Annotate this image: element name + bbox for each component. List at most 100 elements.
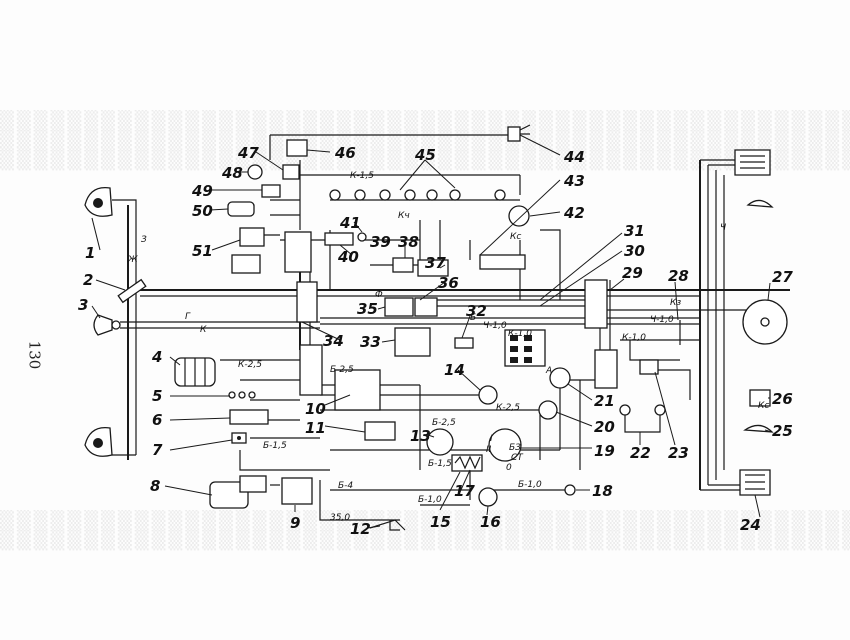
wire-label: СТ [511, 453, 524, 463]
callout-7: 7 [152, 441, 163, 459]
terminal-5 [228, 391, 256, 399]
wire-label: I [490, 434, 493, 444]
bleed-through-text: ▒▒▒▒▒▒▒▒▒▒▒▒▒▒▒▒▒▒▒▒▒▒▒▒▒▒▒▒▒▒▒▒▒▒▒▒▒▒▒▒… [0, 130, 850, 151]
fuse-box-fuses [510, 335, 532, 363]
switch-49 [261, 184, 281, 198]
callout-9: 9 [290, 514, 300, 532]
callout-48: 48 [221, 164, 243, 182]
sensor-48 [247, 164, 263, 180]
indicator-13 [426, 428, 454, 456]
terminal-block-mid [296, 281, 318, 323]
ignition-switch [488, 428, 522, 462]
wire-label: Ч [720, 223, 726, 233]
callout-35: 35 [357, 300, 378, 318]
switch-47 [282, 164, 300, 180]
lamp-18 [564, 484, 576, 496]
callout-30: 30 [624, 242, 645, 260]
switch-51 [231, 227, 265, 274]
horn [93, 314, 121, 336]
terminal-block-top [284, 231, 312, 273]
indicator-16 [478, 487, 498, 507]
wire-label: Б-2,5 [432, 418, 456, 428]
callout-10: 10 [305, 400, 326, 418]
callout-43: 43 [563, 172, 585, 190]
callout-38: 38 [398, 233, 419, 251]
indicator-20 [538, 400, 558, 420]
switch-32 [454, 337, 474, 349]
rear-lamp-bottom [739, 469, 771, 496]
callout-5: 5 [152, 387, 162, 405]
switch-2 [117, 278, 147, 304]
relay-37 [417, 259, 449, 277]
motor-50 [227, 201, 255, 217]
wire-label: Б-4 [338, 481, 353, 491]
callout-numbers: 1 2 3 4 5 6 7 8 9 10 11 12 13 14 15 16 1… [78, 144, 793, 538]
wire-label: Ф [375, 290, 383, 300]
heater-coil [454, 455, 481, 470]
callout-13: 13 [410, 427, 431, 445]
callout-26: 26 [772, 390, 793, 408]
connector-6 [229, 409, 269, 425]
wire-label: Б-1,0 [418, 495, 442, 505]
relay-36 [414, 297, 438, 317]
wire-label: Б-2,5 [330, 365, 354, 375]
wire-label: Кс [758, 401, 769, 411]
wire-label: З [141, 235, 147, 245]
starter [209, 475, 267, 509]
switch-38 [392, 257, 414, 273]
instrument-lamps [329, 189, 506, 201]
ground-switch [369, 519, 406, 531]
switch-41 [357, 232, 367, 242]
wire-label: Кч [398, 211, 410, 221]
wire-label: Ж [127, 255, 138, 265]
wire-label: 0 [506, 463, 512, 473]
callout-45: 45 [414, 146, 436, 164]
wire-label: Б-1,5 [263, 441, 287, 451]
terminal-block-34 [299, 344, 323, 396]
indicator-42 [508, 205, 530, 227]
wire-label: К-1,0 [622, 333, 646, 343]
headlamp-left-bottom [84, 426, 113, 457]
callout-47: 47 [237, 144, 259, 162]
callout-19: 19 [594, 442, 615, 460]
callout-49: 49 [191, 182, 213, 200]
wire-label: А [545, 366, 552, 376]
fuse-block-33 [394, 327, 431, 357]
wire-label: БЗ [509, 443, 521, 453]
callout-2: 2 [83, 271, 93, 289]
wire-label: К-2,5 [238, 360, 262, 370]
callout-14: 14 [444, 361, 465, 379]
indicator-21 [549, 367, 571, 389]
callout-32: 32 [466, 302, 487, 320]
callout-27: 27 [772, 268, 793, 286]
wiper-motor-40 [324, 232, 354, 246]
callout-20: 20 [594, 418, 615, 436]
switch-46 [286, 139, 308, 157]
callout-44: 44 [563, 148, 585, 166]
wire-label: Б [470, 313, 476, 323]
wire-label: Ч-1,0 [650, 315, 674, 325]
wire-label: 35,0 [330, 513, 350, 523]
bleed-through-text: ▒▒▒▒▒▒▒▒▒▒▒▒▒▒▒▒▒▒▒▒▒▒▒▒▒▒▒▒▒▒▒▒▒▒▒▒▒▒▒▒… [0, 530, 850, 551]
wire-label: Г [185, 312, 191, 322]
wire-label: К-2,5 [496, 403, 520, 413]
callout-12: 12 [350, 520, 371, 538]
lamp-44 [507, 124, 531, 142]
callout-34: 34 [323, 332, 344, 350]
bleed-through-text: ▒▒▒▒▒▒▒▒▒▒▒▒▒▒▒▒▒▒▒▒▒▒▒▒▒▒▒▒▒▒▒▒▒▒▒▒▒▒▒▒… [0, 110, 850, 131]
wire-label: Кс [510, 232, 521, 242]
callout-36: 36 [438, 274, 459, 292]
callout-51: 51 [192, 242, 213, 260]
callout-1: 1 [85, 244, 95, 262]
headlamp-left-top [84, 186, 113, 217]
wire-label: Ч-1,0 [483, 321, 507, 331]
callout-18: 18 [592, 482, 613, 500]
callout-25: 25 [772, 422, 793, 440]
wire-labels: К-1,5 К-1,0 К-1,0 Ч-1,0 Ч-1,0 К-2,5 К-2,… [127, 171, 769, 523]
rear-lamp-top [734, 149, 771, 176]
wire-label: К-1,5 [350, 171, 374, 181]
relay-11 [364, 421, 396, 441]
wire-label: Б-1,0 [518, 480, 542, 490]
wire-harness [112, 134, 790, 531]
